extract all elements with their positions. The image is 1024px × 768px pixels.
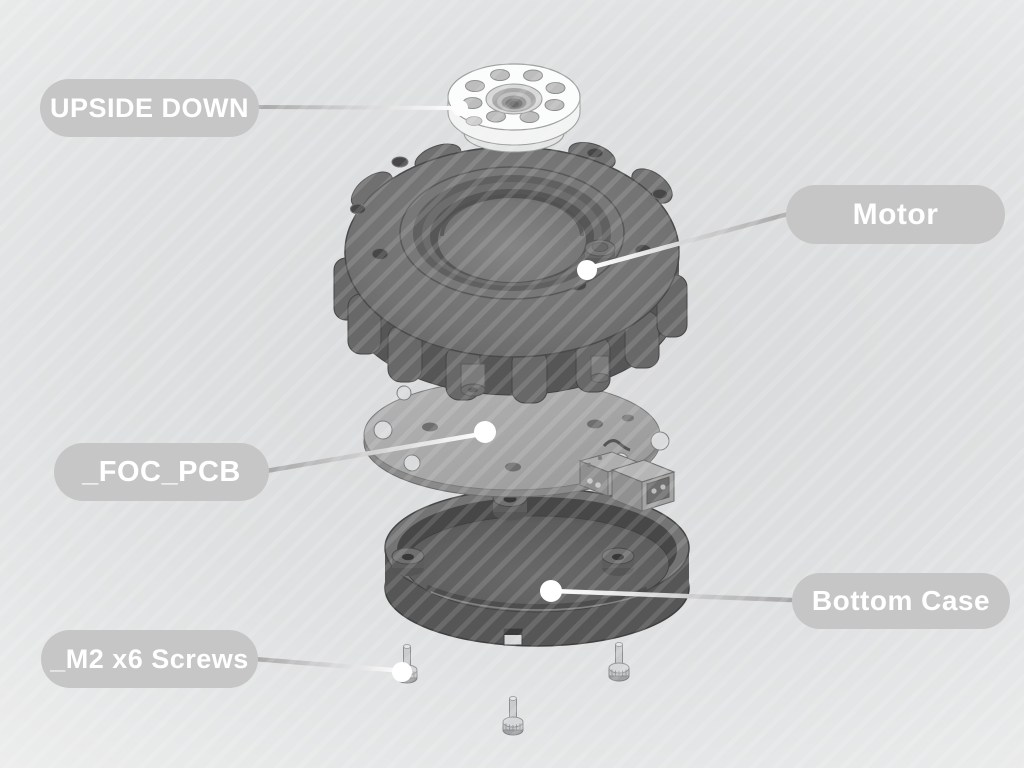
leader-dot-foc-pcb: [474, 421, 496, 443]
leader-dot-m2-screws: [392, 662, 412, 682]
callout-m2-screws: _M2 x6 Screws: [41, 630, 258, 688]
callout-upside-down-label: UPSIDE DOWN: [49, 92, 249, 123]
flange-center-bore: [485, 83, 543, 115]
leader-foc-pcb: [263, 430, 490, 474]
leader-dot-upside-down: [452, 100, 468, 116]
leader-bottom-case: [550, 588, 794, 603]
callout-foc-pcb-label: _FOC_PCB: [82, 455, 241, 488]
leader-upside-down: [256, 105, 460, 110]
m2-screw-middle: [502, 696, 524, 736]
motor-shaft-post: [590, 355, 610, 383]
leader-dot-bottom-case: [540, 580, 562, 602]
connector-wire: [602, 439, 631, 452]
leader-motor: [586, 211, 791, 271]
callout-motor-label: Motor: [852, 197, 939, 231]
callout-foc-pcb: _FOC_PCB: [54, 443, 269, 501]
bottom-case-part: [384, 487, 690, 647]
motor-bearing-recess: [399, 166, 625, 300]
leader-m2-screws: [251, 656, 407, 674]
motor-part: [333, 135, 688, 404]
flange-holes: [462, 69, 566, 123]
case-front-notch: [503, 628, 523, 646]
case-screw-boss: [391, 547, 425, 576]
leader-lines: [251, 100, 794, 682]
leader-dot-motor: [577, 260, 597, 280]
callout-upside-down: UPSIDE DOWN: [40, 79, 259, 137]
case-screw-boss: [601, 547, 635, 576]
callout-bottom-case-label: Bottom Case: [811, 585, 991, 616]
m2-screw-right: [608, 642, 630, 682]
rotor-mount-flange-part: [447, 63, 581, 153]
motor-shaft-post: [460, 363, 486, 397]
callout-bottom-case: Bottom Case: [792, 573, 1010, 629]
callout-motor: Motor: [786, 185, 1005, 244]
pcb-connector: [578, 451, 676, 512]
callout-m2-screws-label: _M2 x6 Screws: [50, 643, 249, 674]
foc-pcb-part: [363, 379, 676, 512]
case-front-step: [426, 584, 648, 610]
